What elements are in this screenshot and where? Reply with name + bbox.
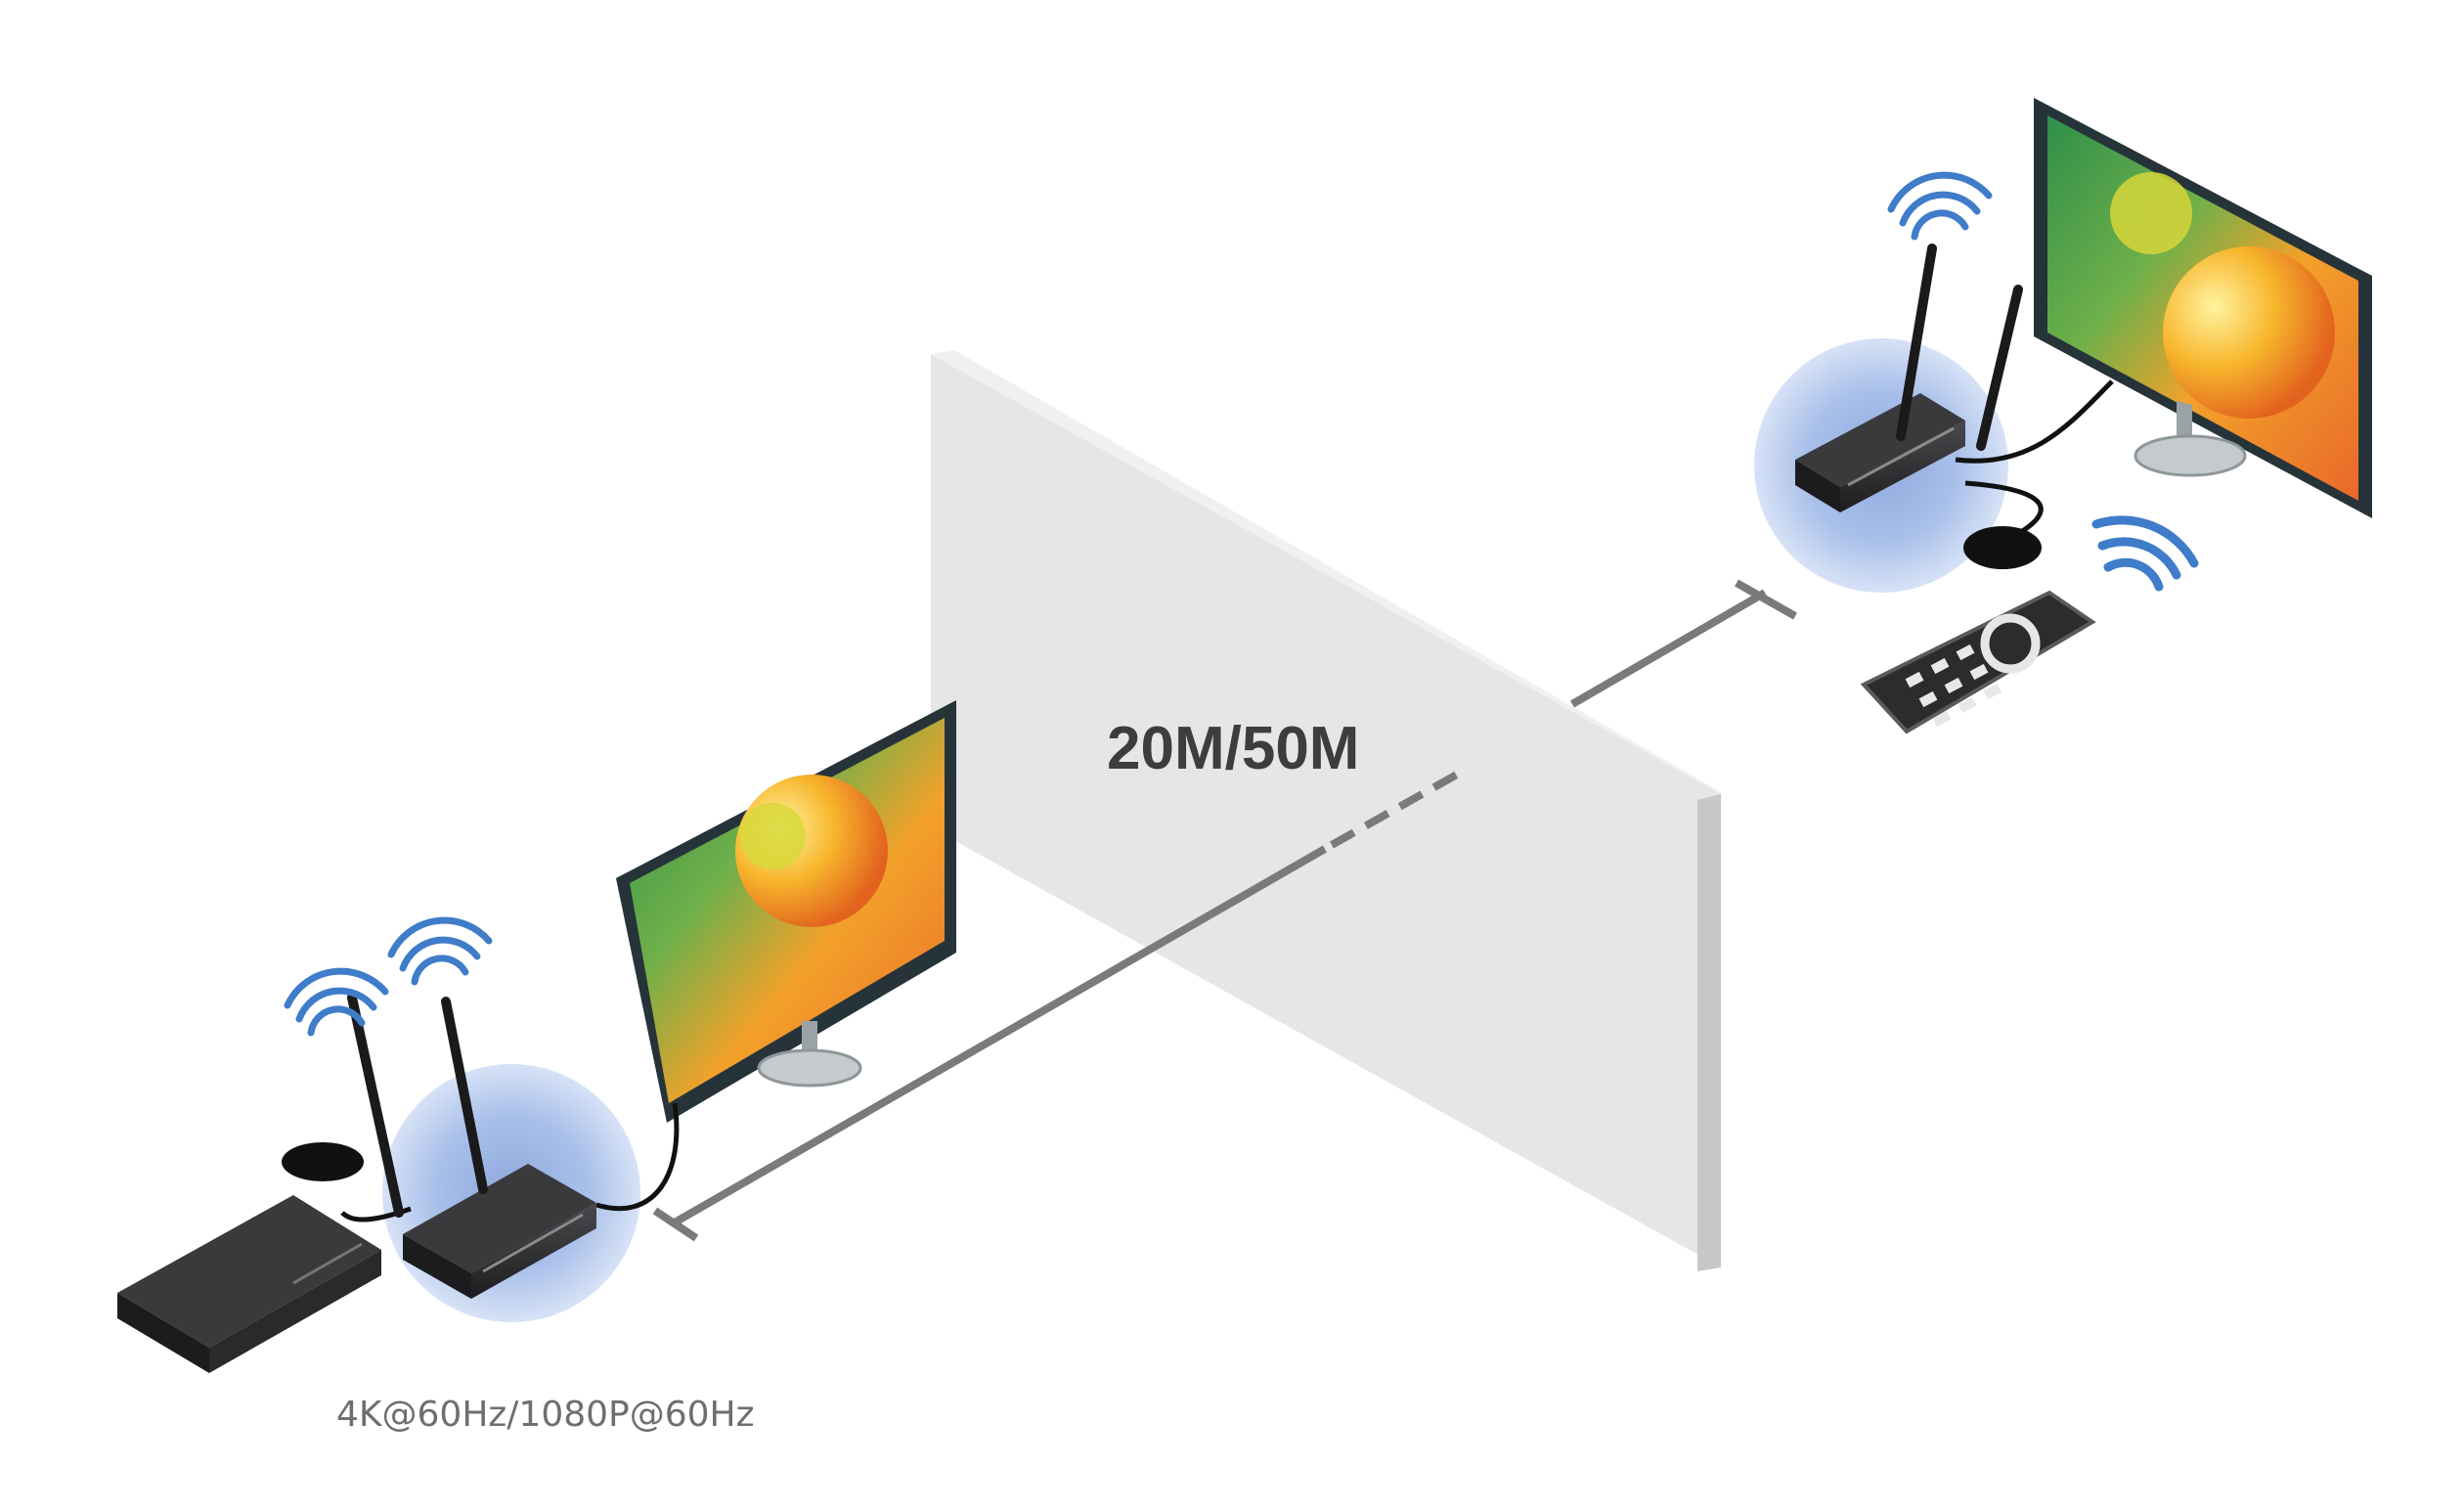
transmitter-device (347, 993, 596, 1299)
resolution-label: 4K@60Hz/1080P@60Hz (336, 1395, 755, 1435)
wall (931, 350, 1721, 1271)
distance-line (652, 579, 1797, 1242)
right-monitor (2034, 98, 2372, 518)
ir-signal-icon (2091, 515, 2199, 592)
wifi-signal-icon (1887, 171, 1993, 241)
receiver-device (1795, 244, 2023, 512)
wifi-signal-icon (387, 916, 493, 986)
ir-receiver-right (1963, 526, 2042, 569)
distance-label: 20M/50M (1107, 715, 1360, 782)
source-player (117, 1195, 381, 1373)
remote-control (1860, 590, 2096, 734)
ir-receiver-left (282, 1142, 364, 1181)
wifi-signal-icon (284, 967, 389, 1037)
left-monitor (616, 700, 956, 1123)
